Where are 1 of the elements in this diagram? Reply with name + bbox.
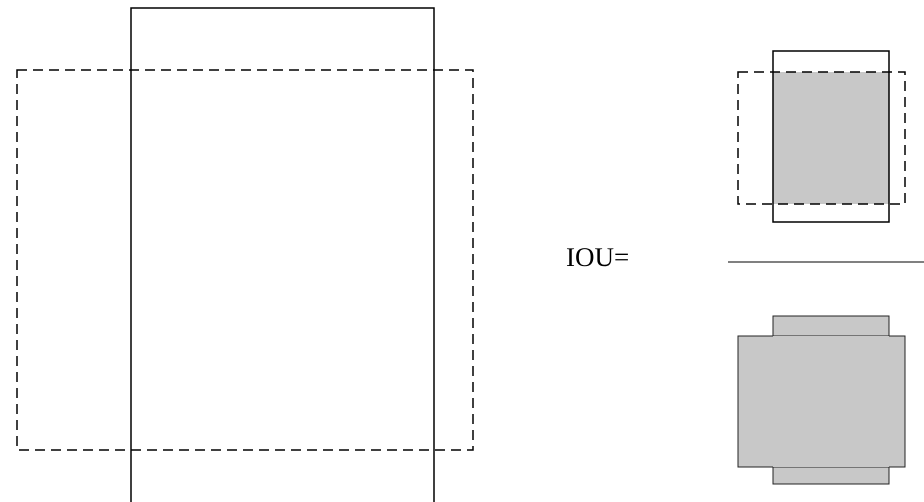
formula-label: IOU= <box>566 244 630 271</box>
